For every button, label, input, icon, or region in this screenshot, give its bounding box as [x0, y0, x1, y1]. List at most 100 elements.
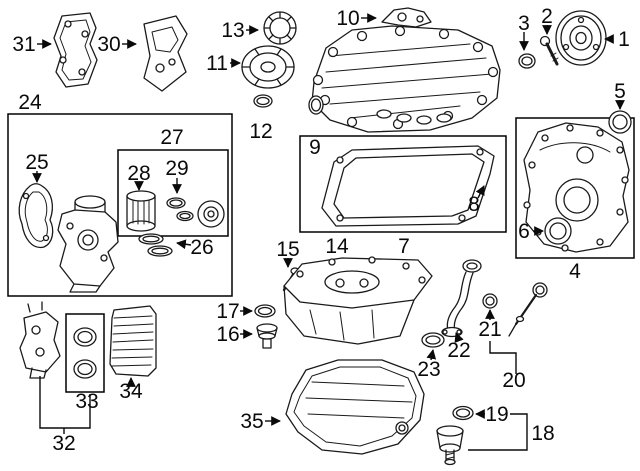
callout-30[interactable]: 30	[97, 33, 137, 56]
part-gaskets-33	[73, 327, 97, 379]
svg-text:6: 6	[518, 220, 530, 243]
callout-27[interactable]: 27	[160, 126, 183, 149]
callout-5[interactable]: 5	[614, 80, 626, 110]
part-seal-5	[608, 110, 632, 134]
callout-28[interactable]: 28	[127, 162, 151, 191]
part-oring-3	[518, 53, 536, 69]
callout-14[interactable]: 14	[325, 235, 349, 258]
svg-text:33: 33	[75, 390, 98, 413]
callout-34[interactable]: 34	[119, 377, 143, 403]
svg-text:26: 26	[190, 236, 213, 259]
svg-text:16: 16	[216, 323, 239, 346]
part-oring-19	[452, 405, 474, 421]
group-box-27	[117, 149, 229, 237]
callout-17[interactable]: 17	[216, 300, 253, 323]
part-timing-gasket-31	[53, 12, 98, 88]
svg-text:11: 11	[206, 52, 228, 75]
svg-text:4: 4	[569, 260, 581, 283]
svg-text:12: 12	[249, 120, 272, 143]
callout-33[interactable]: 33	[75, 390, 98, 413]
group-box-33	[65, 313, 105, 393]
callout-25[interactable]: 25	[25, 151, 49, 183]
bracket-callout-20	[489, 341, 517, 374]
part-pulley-bolt-2	[539, 35, 559, 66]
part-oring-23	[421, 332, 445, 348]
callout-12[interactable]: 12	[249, 120, 272, 143]
part-drain-plug-18	[436, 425, 464, 466]
group-box-4	[515, 117, 635, 259]
callout-10[interactable]: 10	[336, 7, 377, 30]
svg-text:34: 34	[119, 380, 143, 403]
part-cover-plate-30	[143, 15, 188, 92]
bracket-callout-32	[39, 376, 91, 429]
part-seal-6	[544, 217, 572, 245]
callout-16[interactable]: 16	[216, 323, 253, 346]
callout-4[interactable]: 4	[569, 260, 581, 283]
svg-text:23: 23	[417, 358, 440, 381]
part-oring-21	[482, 293, 498, 309]
part-oil-cooler-34	[109, 305, 157, 377]
svg-text:29: 29	[165, 157, 188, 180]
callout-18[interactable]: 18	[531, 422, 554, 445]
svg-text:3: 3	[518, 12, 530, 35]
part-filter-cap-insert	[197, 200, 225, 228]
svg-text:5: 5	[614, 80, 626, 103]
callout-11[interactable]: 11	[206, 52, 241, 75]
svg-text:30: 30	[97, 33, 120, 56]
callout-35[interactable]: 35	[240, 410, 281, 433]
callout-9[interactable]: 9	[309, 136, 321, 159]
part-oil-filter-element-28	[126, 190, 156, 232]
callout-22[interactable]: 22	[447, 332, 471, 362]
part-valve-cover-gasket-8	[321, 145, 495, 227]
bracket-callout-18	[468, 413, 528, 451]
part-profile-gaskets-26	[138, 233, 173, 257]
svg-text:35: 35	[240, 410, 263, 433]
svg-text:32: 32	[52, 432, 75, 455]
svg-text:1: 1	[618, 28, 630, 51]
part-oil-filter-housing	[57, 195, 119, 293]
part-filter-cover-11	[241, 45, 295, 89]
callout-15[interactable]: 15	[276, 238, 300, 268]
callout-20[interactable]: 20	[502, 369, 525, 392]
part-gasket-25	[18, 183, 54, 249]
callout-7[interactable]: 7	[398, 235, 410, 258]
part-oring-9	[308, 95, 324, 115]
part-crankshaft-pulley-1	[555, 10, 607, 66]
svg-text:9: 9	[309, 136, 321, 159]
callout-13[interactable]: 13	[221, 19, 259, 42]
part-dipstick-20	[508, 282, 548, 337]
svg-text:15: 15	[276, 238, 299, 261]
svg-text:2: 2	[541, 5, 553, 28]
part-timing-cover-4	[523, 122, 630, 253]
callout-8[interactable]: 8	[468, 185, 485, 216]
callout-3[interactable]: 3	[518, 12, 530, 51]
callout-31[interactable]: 31	[12, 33, 52, 56]
callout-29[interactable]: 29	[165, 157, 189, 194]
svg-text:28: 28	[127, 162, 150, 185]
part-upper-oil-pan-14	[283, 256, 433, 345]
svg-text:14: 14	[325, 235, 349, 258]
svg-text:21: 21	[478, 318, 501, 341]
svg-text:25: 25	[25, 151, 48, 174]
group-box-24	[7, 113, 233, 297]
svg-text:10: 10	[336, 7, 359, 30]
callout-32[interactable]: 32	[52, 432, 75, 455]
callout-19[interactable]: 19	[475, 403, 509, 426]
part-mount-32	[19, 301, 61, 379]
callout-23[interactable]: 23	[417, 349, 441, 381]
svg-text:8: 8	[468, 193, 480, 216]
callout-2[interactable]: 2	[541, 5, 553, 35]
part-oil-filler-cap-13	[263, 11, 297, 45]
part-oring-17	[254, 304, 276, 318]
svg-text:31: 31	[12, 33, 35, 56]
callout-6[interactable]: 6	[518, 220, 544, 243]
part-lower-oil-pan-35	[285, 359, 425, 455]
callout-1[interactable]: 1	[604, 28, 630, 51]
callout-24[interactable]: 24	[18, 91, 42, 114]
svg-text:22: 22	[447, 339, 470, 362]
part-oring-12	[253, 94, 273, 108]
callout-21[interactable]: 21	[478, 309, 502, 341]
callout-26[interactable]: 26	[176, 236, 214, 259]
